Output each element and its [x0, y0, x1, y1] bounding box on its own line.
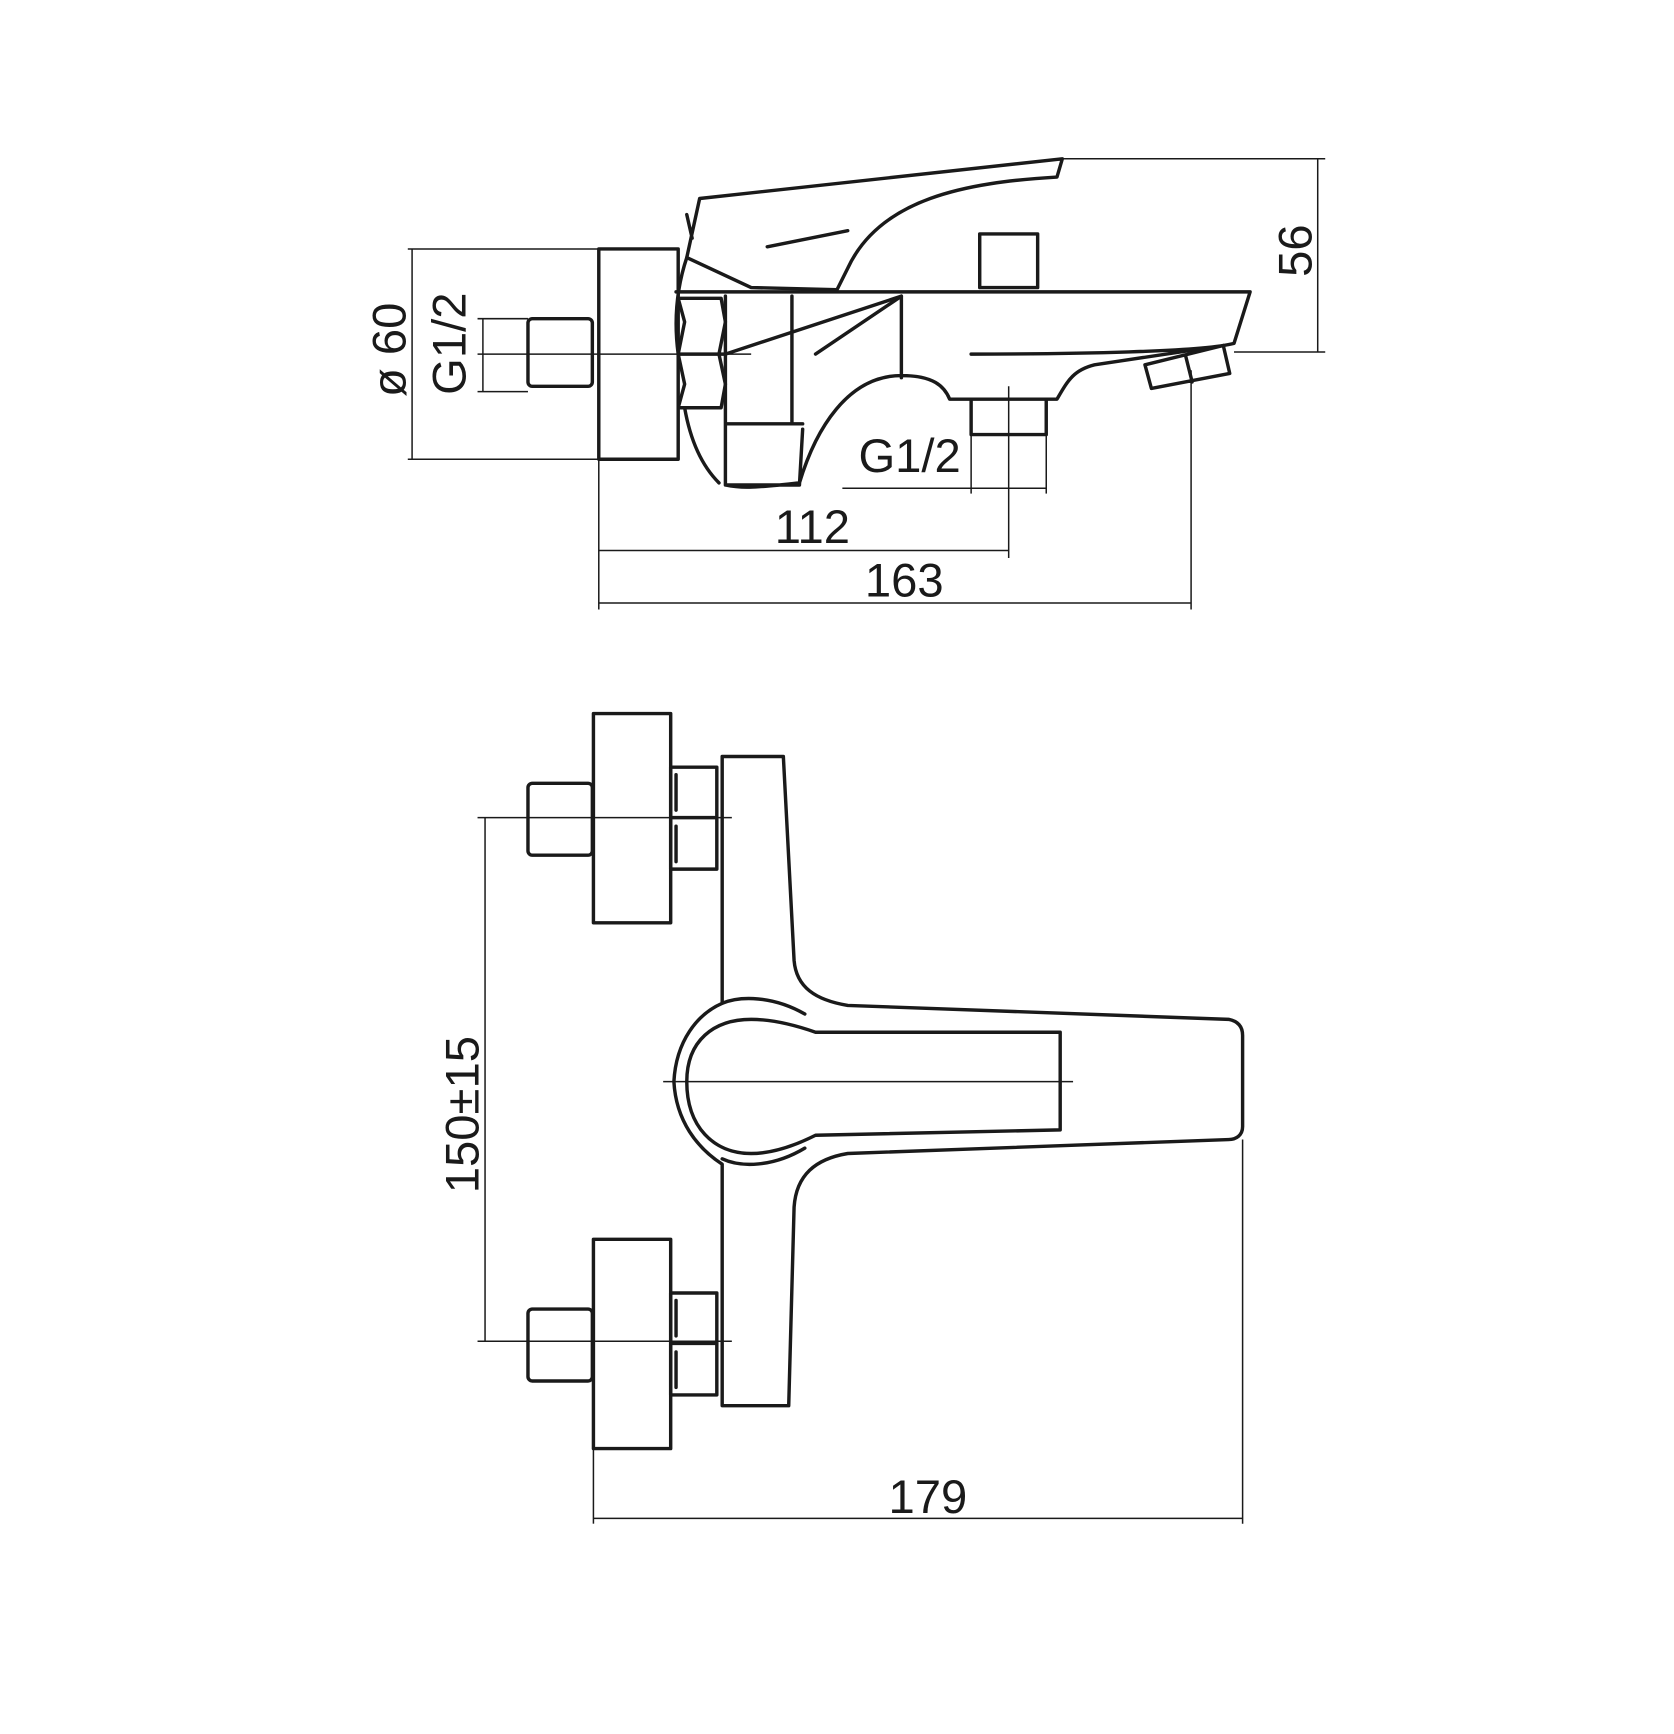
dim-flange-diameter: ø 60 [364, 248, 599, 461]
dim-width: 179 [592, 1139, 1244, 1524]
dim-label: 150±15 [437, 1036, 490, 1193]
inlet-pipe-top [526, 781, 595, 857]
dim-height: 56 [1062, 158, 1326, 353]
spout [674, 290, 1252, 401]
wall-flange-bottom [591, 1237, 673, 1451]
dim-label: 56 [1269, 224, 1322, 277]
dim-label: 112 [775, 501, 850, 554]
dim-label: G1/2 [858, 430, 960, 483]
inlet-pipe [526, 316, 595, 389]
union-nut-bottom [668, 1291, 719, 1397]
front-view: 150±15 179 [437, 711, 1245, 1524]
union-nut [676, 296, 728, 410]
dim-projection: 163 [598, 370, 1192, 610]
dim-label: 163 [865, 555, 944, 608]
dim-outlet-offset: 112 [598, 459, 1009, 610]
mixer-body [674, 255, 973, 489]
dim-label: ø 60 [364, 303, 417, 397]
dim-label: 179 [889, 1471, 968, 1524]
inlet-pipe-bottom [526, 1307, 595, 1383]
lever-handle [685, 157, 1065, 292]
dim-inlet-thread: G1/2 [424, 293, 528, 395]
diverter-knob [977, 232, 1040, 290]
side-view: ø 60 G1/2 56 G1/2 112 163 [364, 157, 1326, 610]
dim-outlet-thread: G1/2 [842, 430, 1047, 494]
dim-inlet-spacing: 150±15 [437, 817, 490, 1342]
dim-label: G1/2 [424, 293, 477, 395]
